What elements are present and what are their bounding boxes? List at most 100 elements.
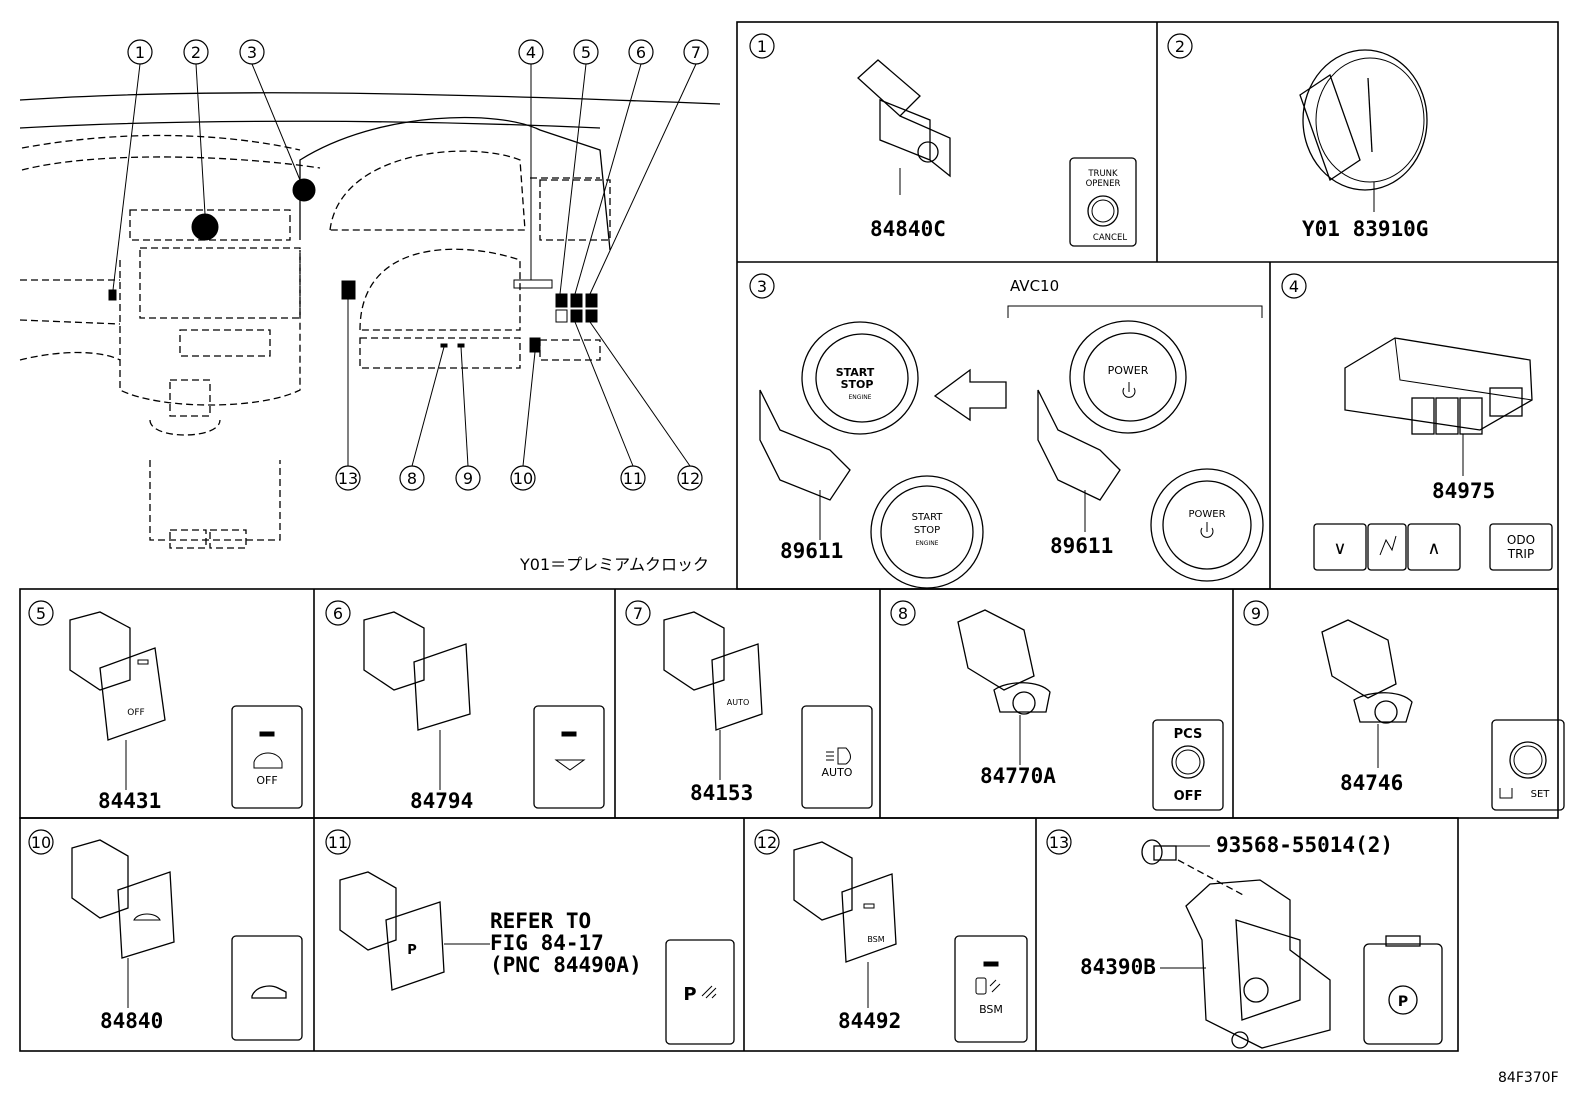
svg-text:3: 3 bbox=[757, 277, 767, 296]
parking-sensor-switch-icon: P bbox=[339, 871, 490, 991]
panel-5: OFF 84431 OFF bbox=[69, 611, 303, 813]
svg-text:2: 2 bbox=[1175, 37, 1185, 56]
svg-text:2: 2 bbox=[191, 43, 201, 62]
panel-index-10: 10 bbox=[28, 829, 54, 855]
tpms-set-plate: SET bbox=[1491, 719, 1565, 811]
power-button-icon: POWER bbox=[1037, 320, 1187, 532]
svg-text:4: 4 bbox=[526, 43, 536, 62]
plate-power-label: POWER bbox=[1188, 509, 1225, 520]
parking-brake-plate: P bbox=[1363, 935, 1443, 1045]
panel-index-3: 3 bbox=[749, 273, 775, 299]
trunk-switch-icon bbox=[857, 59, 951, 195]
arrow-left-icon bbox=[933, 368, 1007, 422]
panel-7: AUTO 84153 AUTO bbox=[663, 611, 873, 809]
avc10-label: AVC10 bbox=[1010, 277, 1059, 295]
panel-index-4: 4 bbox=[1281, 273, 1307, 299]
parking-brake-switch-icon bbox=[1160, 879, 1331, 1049]
switch-auto-label: AUTO bbox=[727, 698, 750, 707]
pnc-ref-line: (PNC 84490A) bbox=[490, 953, 642, 977]
bolt-icon bbox=[1141, 839, 1246, 897]
meter-switch-icon bbox=[1344, 337, 1533, 476]
svg-text:7: 7 bbox=[691, 43, 701, 62]
panel-10: 84840 bbox=[71, 839, 303, 1041]
panel-index-13: 13 bbox=[1046, 829, 1072, 855]
traction-off-plate: OFF bbox=[231, 705, 303, 809]
panel-1: 84840C TRUNK OPENER CANCEL bbox=[857, 59, 1137, 247]
plate-pcs-off-text: OFF bbox=[1174, 789, 1203, 804]
start-stop-button-icon: START STOP ENGINE bbox=[759, 321, 919, 540]
screw-part-number: 93568-55014(2) bbox=[1216, 833, 1393, 857]
part-number-84746: 84746 bbox=[1340, 771, 1403, 795]
start-label: START bbox=[836, 366, 875, 379]
start-stop-face-plate: START STOP ENGINE bbox=[870, 475, 984, 589]
dashboard-overview bbox=[19, 63, 721, 549]
wiper-deicer-icon bbox=[554, 759, 586, 771]
plate-pcs-text: PCS bbox=[1174, 727, 1203, 742]
trunk-plate bbox=[231, 935, 303, 1041]
part-number-84431: 84431 bbox=[98, 789, 161, 813]
overview-callout-5: 5 bbox=[573, 39, 599, 65]
wiper-deicer-switch-icon bbox=[363, 611, 471, 790]
parking-sensor-plate: P bbox=[665, 939, 735, 1045]
meter-switch-face-keys: ∨ ∧ ODO TRIP bbox=[1313, 523, 1553, 571]
switch-bsm-label: BSM bbox=[867, 935, 884, 944]
svg-text:1: 1 bbox=[757, 37, 767, 56]
svg-text:13: 13 bbox=[338, 469, 358, 488]
svg-text:1: 1 bbox=[135, 43, 145, 62]
svg-text:8: 8 bbox=[898, 604, 908, 623]
plate-trunk-text: TRUNK bbox=[1087, 169, 1118, 179]
bsm-switch-icon: BSM bbox=[793, 841, 897, 1008]
svg-text:6: 6 bbox=[333, 604, 343, 623]
part-number-84492: 84492 bbox=[838, 1009, 901, 1033]
svg-text:9: 9 bbox=[1251, 604, 1261, 623]
plate-auto-text: AUTO bbox=[822, 766, 853, 779]
panel-11: P REFER TO FIG 84-17 (PNC 84490A) P bbox=[339, 871, 735, 1045]
panel-index-1: 1 bbox=[749, 33, 775, 59]
svg-text:10: 10 bbox=[31, 833, 51, 852]
panel-4: 84975 ∨ ∧ ODO TRIP bbox=[1313, 337, 1553, 571]
part-number-84840: 84840 bbox=[100, 1009, 163, 1033]
plate-cancel-text: CANCEL bbox=[1093, 233, 1127, 243]
sheet-code: 84F370F bbox=[1498, 1070, 1559, 1086]
svg-text:9: 9 bbox=[463, 469, 473, 488]
headlamp-auto-switch-icon: AUTO bbox=[663, 611, 763, 780]
overview-callout-6: 6 bbox=[628, 39, 654, 65]
overview-callout-7: 7 bbox=[683, 39, 709, 65]
stop-label: STOP bbox=[841, 378, 874, 391]
trip-label: TRIP bbox=[1507, 547, 1534, 561]
trunk-switch-icon bbox=[71, 839, 175, 1008]
tpms-set-switch-icon bbox=[1321, 619, 1413, 768]
panel-2: Y01 83910G bbox=[1299, 49, 1428, 241]
svg-text:12: 12 bbox=[680, 469, 700, 488]
panel-index-9: 9 bbox=[1243, 600, 1269, 626]
plate-bsm-text: BSM bbox=[979, 1003, 1003, 1016]
plate-engine-label: ENGINE bbox=[916, 540, 939, 547]
svg-text:11: 11 bbox=[623, 469, 643, 488]
traction-off-switch-icon: OFF bbox=[69, 611, 166, 790]
plate-parking-text: P bbox=[1398, 994, 1408, 1010]
svg-text:10: 10 bbox=[513, 469, 533, 488]
svg-text:3: 3 bbox=[247, 43, 257, 62]
part-number-84840C: 84840C bbox=[870, 217, 946, 241]
panel-index-2: 2 bbox=[1167, 33, 1193, 59]
parking-sensor-icon bbox=[701, 985, 717, 999]
panel-index-6: 6 bbox=[325, 600, 351, 626]
y01-premium-clock-note: Y01＝プレミアムクロック bbox=[519, 555, 709, 574]
parking-brake-icon bbox=[1388, 985, 1418, 1015]
svg-text:13: 13 bbox=[1049, 833, 1069, 852]
part-number-89611-right: 89611 bbox=[1050, 534, 1113, 558]
panel-index-8: 8 bbox=[890, 600, 916, 626]
svg-text:5: 5 bbox=[36, 604, 46, 623]
part-number-84794: 84794 bbox=[410, 789, 473, 813]
pcs-off-switch-icon bbox=[957, 609, 1051, 765]
panel-3: AVC10 START STOP ENGINE 89611 START STOP… bbox=[759, 277, 1264, 589]
key-down-icon: ∨ bbox=[1333, 538, 1346, 559]
svg-text:5: 5 bbox=[581, 43, 591, 62]
plate-set-text: SET bbox=[1531, 789, 1551, 800]
trunk-opener-cancel-plate: TRUNK OPENER CANCEL bbox=[1069, 157, 1137, 247]
pcs-off-plate: PCS OFF bbox=[1152, 719, 1224, 811]
panel-8: 84770A PCS OFF bbox=[957, 609, 1224, 811]
power-face-plate: POWER bbox=[1150, 468, 1264, 582]
